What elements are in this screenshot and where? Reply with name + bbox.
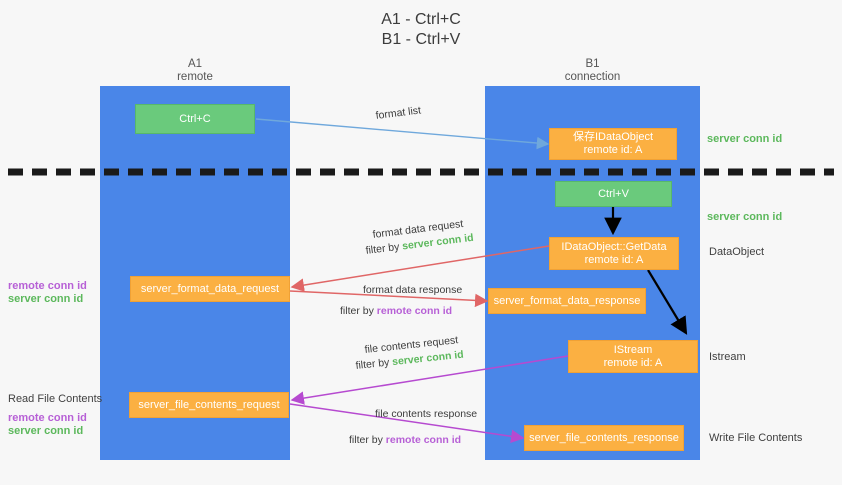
box-server-file-contents-response-label: server_file_contents_response xyxy=(529,431,679,444)
box-ctrl-c[interactable]: Ctrl+C xyxy=(135,104,255,134)
box-idataobject-getdata[interactable]: IDataObject::GetData remote id: A xyxy=(549,237,679,270)
column-b1-sub: connection xyxy=(564,71,621,83)
box-store-idataobject-line1: 保存IDataObject xyxy=(572,131,654,143)
note-server-conn-id-bottom: server conn id xyxy=(8,425,84,437)
box-server-format-data-response[interactable]: server_format_data_response xyxy=(488,288,646,314)
label-file-contents-response-filter: filter by remote conn id xyxy=(349,434,462,446)
box-ctrl-v[interactable]: Ctrl+V xyxy=(555,181,672,207)
box-store-idataobject[interactable]: 保存IDataObject remote id: A xyxy=(549,128,677,160)
box-idataobject-getdata-line1: IDataObject::GetData xyxy=(561,240,667,253)
box-server-file-contents-response[interactable]: server_file_contents_response xyxy=(524,425,684,451)
note-istream: Istream xyxy=(709,351,746,363)
column-a1-sub: remote xyxy=(177,71,213,83)
box-server-format-data-response-label: server_format_data_response xyxy=(493,294,641,307)
note-dataobject: DataObject xyxy=(709,246,765,258)
note-read-file-contents: Read File Contents xyxy=(8,393,103,405)
box-ctrl-v-label: Ctrl+V xyxy=(598,187,629,200)
label-format-data-response-filter: filter by remote conn id xyxy=(340,305,453,317)
box-store-idataobject-line2: remote id: A xyxy=(583,144,643,156)
label-format-data-response: format data response xyxy=(363,284,463,296)
note-server-conn-id-top: server conn id xyxy=(707,133,783,145)
note-server-conn-id-left-mid: server conn id xyxy=(8,293,84,305)
diagram-title: A1 - Ctrl+C B1 - Ctrl+V xyxy=(0,10,842,50)
title-line-1: A1 - Ctrl+C xyxy=(381,11,461,28)
box-ctrl-c-label: Ctrl+C xyxy=(179,112,211,125)
box-istream-line1: IStream xyxy=(613,343,653,356)
box-idataobject-getdata-line2: remote id: A xyxy=(584,253,644,266)
column-b1-name: B1 xyxy=(585,58,600,70)
column-header-a1: A1 remote xyxy=(100,58,290,84)
column-header-b1: B1 connection xyxy=(485,58,700,84)
label-format-list: format list xyxy=(375,104,422,122)
column-a1-name: A1 xyxy=(187,58,203,70)
note-remote-conn-id-bottom: remote conn id xyxy=(8,412,87,424)
note-server-conn-id-mid: server conn id xyxy=(707,211,783,223)
box-server-file-contents-request-label: server_file_contents_request xyxy=(138,398,280,411)
box-server-format-data-request-label: server_format_data_request xyxy=(140,282,280,295)
note-remote-conn-id-mid: remote conn id xyxy=(8,280,87,292)
label-file-contents-response: file contents response xyxy=(375,408,478,420)
box-istream-line2: remote id: A xyxy=(603,356,663,369)
title-line-2: B1 - Ctrl+V xyxy=(381,31,461,48)
box-server-format-data-request[interactable]: server_format_data_request xyxy=(130,276,290,302)
box-server-file-contents-request[interactable]: server_file_contents_request xyxy=(129,392,289,418)
note-write-file-contents: Write File Contents xyxy=(709,432,803,444)
box-istream[interactable]: IStream remote id: A xyxy=(568,340,698,373)
